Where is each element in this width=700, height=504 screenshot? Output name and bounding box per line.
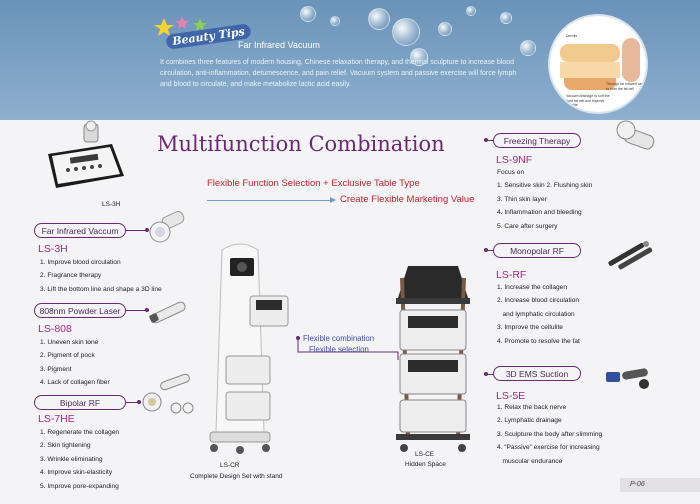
list-item: 1. Increase the collagen: [497, 284, 568, 291]
vacuum-handpiece-image: [149, 211, 185, 243]
feature-list-ls-9nf: Focus on 1. Sensitive skin 2. Flushing s…: [497, 166, 592, 233]
list-item: 4. Inflammation and bleeding: [497, 209, 582, 217]
page-title: Multifunction Combination: [157, 132, 445, 156]
bubble-decoration: [368, 8, 390, 30]
laser-handpiece-image: [149, 301, 186, 324]
list-item: 5. Care after surgery: [497, 222, 558, 230]
list-item: muscular endurance: [497, 457, 563, 465]
list-item: 3. Lift the bottom line and shape a 3D l…: [40, 285, 162, 293]
bubble-decoration: [392, 18, 420, 46]
callout-flexible-selection: Flexible selection: [309, 345, 369, 354]
ems-suction-handpieces-image: [606, 368, 649, 389]
list-item: 2. Fragrance therapy: [40, 272, 102, 280]
bubble-decoration: [410, 48, 428, 66]
bubble-decoration: [438, 22, 452, 36]
list-item: 3. Improve the cellulite: [497, 324, 563, 332]
list-item: 2. Increase blood circulation: [497, 297, 580, 305]
bubble-decoration: [520, 40, 536, 56]
list-item: 3. Sculpture the body after slimming: [497, 430, 603, 438]
ls-ce-subcaption: Hidden Space: [405, 461, 446, 468]
list-item: 1. Uneven skin tone: [40, 339, 99, 346]
bubble-decoration: [466, 6, 476, 16]
page-number: P-06: [630, 481, 645, 488]
model-ls-rf: LS-RF: [496, 269, 527, 281]
star-icon: [154, 16, 207, 36]
flexible-function-text: Flexible Function Selection + Exclusive …: [207, 178, 420, 189]
list-item: 2. Skin tightening: [40, 442, 91, 450]
list-item: 3. Thin skin layer: [497, 195, 547, 203]
list-item: 1. Sensitive skin 2. Flushing skin: [497, 182, 593, 190]
marketing-value-text: Create Flexible Marketing Value: [340, 194, 475, 205]
list-item: 1. Improve blood circulation: [40, 259, 121, 266]
list-item: 2. Lymphatic drainage: [497, 417, 562, 425]
feature-list-ls-3h: 1. Improve blood circulation 2. Fragranc…: [40, 256, 162, 296]
skin-diagram: Dermis Through far infrared ray to burn …: [548, 14, 648, 114]
section-heading-far-infrared: Far Infrared Vaccum: [34, 223, 126, 238]
ls-cr-subcaption: Complete Design Set with stand: [190, 473, 283, 480]
monopolar-rf-handpieces-image: [608, 241, 653, 270]
list-item: and lymphatic circulation: [497, 310, 575, 318]
section-heading-3d-ems-suction: 3D EMS Suction: [493, 366, 581, 381]
model-ls-5e: LS-5E: [496, 390, 526, 402]
list-item: 3. Wrinkle eliminating: [40, 455, 103, 463]
ls-ce-caption: LS-CE: [415, 451, 435, 458]
callout-connector: [296, 336, 399, 360]
list-item: 3. Pigment: [40, 365, 72, 373]
list-item: 4. Promote to resolve the fat: [497, 337, 580, 345]
list-item: 1. Relax the back nerve: [497, 404, 567, 411]
section-heading-freezing-therapy: Freezing Therapy: [493, 133, 581, 148]
list-item: 4. “Passive” exercise for increasing: [497, 444, 600, 452]
feature-list-ls-5e: 1. Relax the back nerve 2. Lymphatic dra…: [497, 401, 602, 468]
list-item: 2. Pigment of pock: [40, 352, 95, 360]
feature-list-ls-rf: 1. Increase the collagen 2. Increase blo…: [497, 281, 580, 348]
beauty-tips-banner: Beauty Tips Far Infrared Vacuum It combi…: [0, 0, 700, 120]
arrow-line: [207, 200, 333, 201]
list-item: Focus on: [497, 169, 525, 176]
list-item: 4. Improve skin-elasticity: [40, 469, 113, 477]
diagram-label-bottom: Vacuum drainage to soft the hard fat cel…: [566, 94, 610, 107]
section-heading-monopolar-rf: Monopolar RF: [493, 243, 581, 258]
callout-flexible-combination: Flexible combination: [303, 334, 375, 343]
ls3h-caption: LS-3H: [102, 201, 121, 208]
feature-list-ls-808: 1. Uneven skin tone 2. Pigment of pock 3…: [40, 336, 110, 390]
diagram-label-right: Through far infrared ray to burn the fat…: [606, 82, 643, 91]
ls-cr-tower-device-image: [209, 243, 289, 454]
list-item: 4. Lack of collagen fiber: [40, 379, 110, 387]
diagram-label-top: Dermis: [566, 34, 578, 38]
bubble-decoration: [500, 12, 512, 24]
ls3h-device-image: [48, 120, 124, 188]
section-heading-808nm-laser: 808nm Powder Laser: [34, 303, 126, 318]
arrow-right-icon: [330, 197, 336, 203]
bipolar-rf-handpieces-image: [142, 373, 194, 414]
list-item: 1. Regenerate the collagen: [40, 429, 120, 436]
freezing-handpiece-image: [616, 120, 655, 150]
list-item: 5. Improve pore-expanding: [40, 482, 119, 490]
model-ls-808: LS-808: [38, 323, 72, 335]
banner-title: Far Infrared Vacuum: [238, 40, 320, 50]
bubble-decoration: [300, 6, 316, 22]
banner-description: It combines three features of modern hou…: [160, 59, 517, 88]
bubble-decoration: [330, 16, 340, 26]
ls-cr-caption: LS-CR: [220, 462, 240, 469]
model-ls-7he: LS-7HE: [38, 413, 75, 425]
body-figure: [622, 38, 640, 82]
section-heading-bipolar-rf: Bipolar RF: [34, 395, 126, 410]
ls-ce-trolley-device-image: [396, 266, 470, 452]
model-ls-3h: LS-3H: [38, 243, 68, 255]
page-number-bar: [620, 478, 700, 492]
feature-list-ls-7he: 1. Regenerate the collagen 2. Skin tight…: [40, 426, 119, 493]
model-ls-9nf: LS-9NF: [496, 154, 533, 166]
